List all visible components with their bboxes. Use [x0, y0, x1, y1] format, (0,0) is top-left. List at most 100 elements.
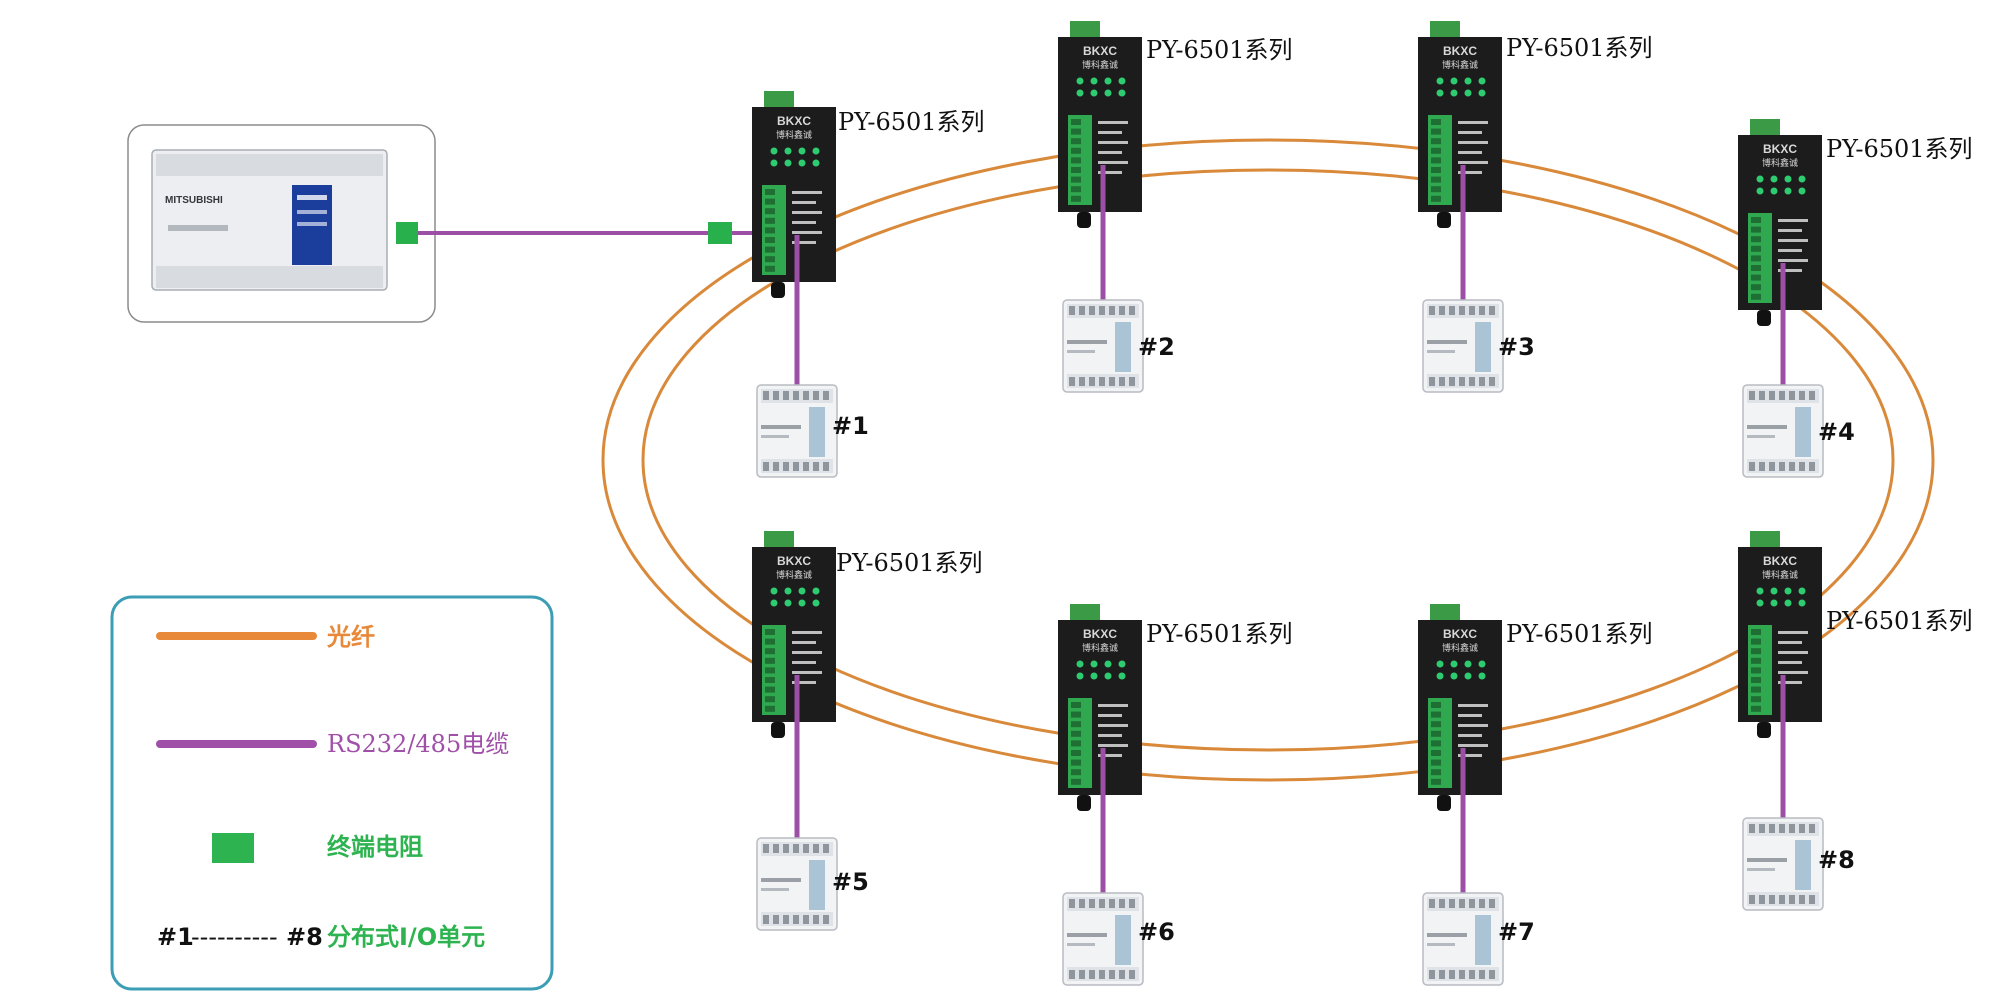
status-led: [1784, 175, 1792, 183]
legend-range-end: #8: [286, 923, 323, 951]
converter-model-label: PY-6501系列: [836, 549, 983, 577]
status-led: [1784, 599, 1792, 607]
io-unit-label: #6: [1138, 918, 1175, 946]
converter-brand-cn: 博科鑫诚: [1762, 569, 1798, 581]
status-led: [812, 159, 820, 167]
io-unit: [1422, 299, 1504, 393]
status-led: [1436, 660, 1444, 668]
converter-brand-cn: 博科鑫诚: [776, 129, 812, 141]
fiber-ring-outer: [601, 138, 1935, 782]
status-led: [1770, 187, 1778, 195]
legend-terminator-label: 终端电阻: [327, 833, 423, 861]
converter-brand-cn: 博科鑫诚: [776, 569, 812, 581]
converter-model-label: PY-6501系列: [1146, 36, 1293, 64]
legend-fiber-label: 光纤: [326, 623, 375, 651]
converter-brand: BKXC: [777, 114, 811, 128]
status-led: [1756, 599, 1764, 607]
status-led: [1090, 672, 1098, 680]
status-led: [1090, 77, 1098, 85]
converter-model-label: PY-6501系列: [1826, 135, 1973, 163]
converter-model-label: PY-6501系列: [1506, 34, 1653, 62]
status-led: [1478, 672, 1486, 680]
converter-brand-cn: 博科鑫诚: [1442, 642, 1478, 654]
status-led: [1756, 187, 1764, 195]
status-led: [1118, 77, 1126, 85]
status-led: [1770, 599, 1778, 607]
io-unit: [1062, 299, 1144, 393]
status-led: [1798, 587, 1806, 595]
status-led: [784, 599, 792, 607]
status-led: [812, 599, 820, 607]
master-plc: MITSUBISHI: [127, 124, 436, 323]
status-led: [784, 147, 792, 155]
status-led: [1784, 187, 1792, 195]
status-led: [1104, 672, 1112, 680]
status-led: [812, 587, 820, 595]
status-led: [1798, 187, 1806, 195]
status-led: [1478, 77, 1486, 85]
status-led: [1436, 77, 1444, 85]
status-led: [1436, 672, 1444, 680]
status-led: [770, 147, 778, 155]
status-led: [1076, 89, 1084, 97]
io-unit: [1742, 384, 1824, 478]
io-unit: [1742, 817, 1824, 911]
io-unit-label: #1: [832, 412, 869, 440]
status-led: [1784, 587, 1792, 595]
status-led: [1076, 672, 1084, 680]
status-led: [1118, 660, 1126, 668]
converter-brand: BKXC: [1443, 44, 1477, 58]
status-led: [798, 587, 806, 595]
status-led: [1756, 587, 1764, 595]
fiber-ring-inner: [641, 168, 1895, 752]
status-led: [1104, 660, 1112, 668]
legend-io-label: 分布式I/O单元: [327, 923, 485, 951]
status-led: [1090, 660, 1098, 668]
legend-cable-label: RS232/485电缆: [327, 730, 509, 758]
plc-brand-text: MITSUBISHI: [165, 195, 223, 206]
converter-brand-cn: 博科鑫诚: [1082, 59, 1118, 71]
io-unit: [1422, 892, 1504, 986]
status-led: [1076, 660, 1084, 668]
legend: 光纤 RS232/485电缆 终端电阻 #1 ---------- #8 分布式…: [110, 595, 554, 991]
status-led: [1756, 175, 1764, 183]
terminator-left: [396, 222, 418, 244]
status-led: [770, 587, 778, 595]
converter-model-label: PY-6501系列: [838, 108, 985, 136]
converter-brand: BKXC: [1763, 554, 1797, 568]
status-led: [1104, 89, 1112, 97]
converter-brand: BKXC: [1443, 627, 1477, 641]
io-unit: [756, 384, 838, 478]
status-led: [1770, 587, 1778, 595]
converter-brand-cn: 博科鑫诚: [1082, 642, 1118, 654]
legend-terminator-swatch: [212, 833, 254, 863]
io-unit-label: #4: [1818, 418, 1855, 446]
status-led: [1118, 672, 1126, 680]
io-unit: [756, 837, 838, 931]
status-led: [770, 159, 778, 167]
status-led: [1464, 77, 1472, 85]
legend-range-dashes: ----------: [191, 923, 278, 951]
status-led: [1450, 77, 1458, 85]
legend-range-start: #1: [157, 923, 194, 951]
status-led: [798, 147, 806, 155]
status-led: [1104, 77, 1112, 85]
status-led: [1464, 672, 1472, 680]
terminator-right: [708, 222, 732, 244]
converter-brand: BKXC: [777, 554, 811, 568]
converter-brand: BKXC: [1763, 142, 1797, 156]
converter-brand-cn: 博科鑫诚: [1442, 59, 1478, 71]
status-led: [1478, 660, 1486, 668]
io-unit-label: #2: [1138, 333, 1175, 361]
converter-brand: BKXC: [1083, 44, 1117, 58]
status-led: [1436, 89, 1444, 97]
status-led: [784, 587, 792, 595]
